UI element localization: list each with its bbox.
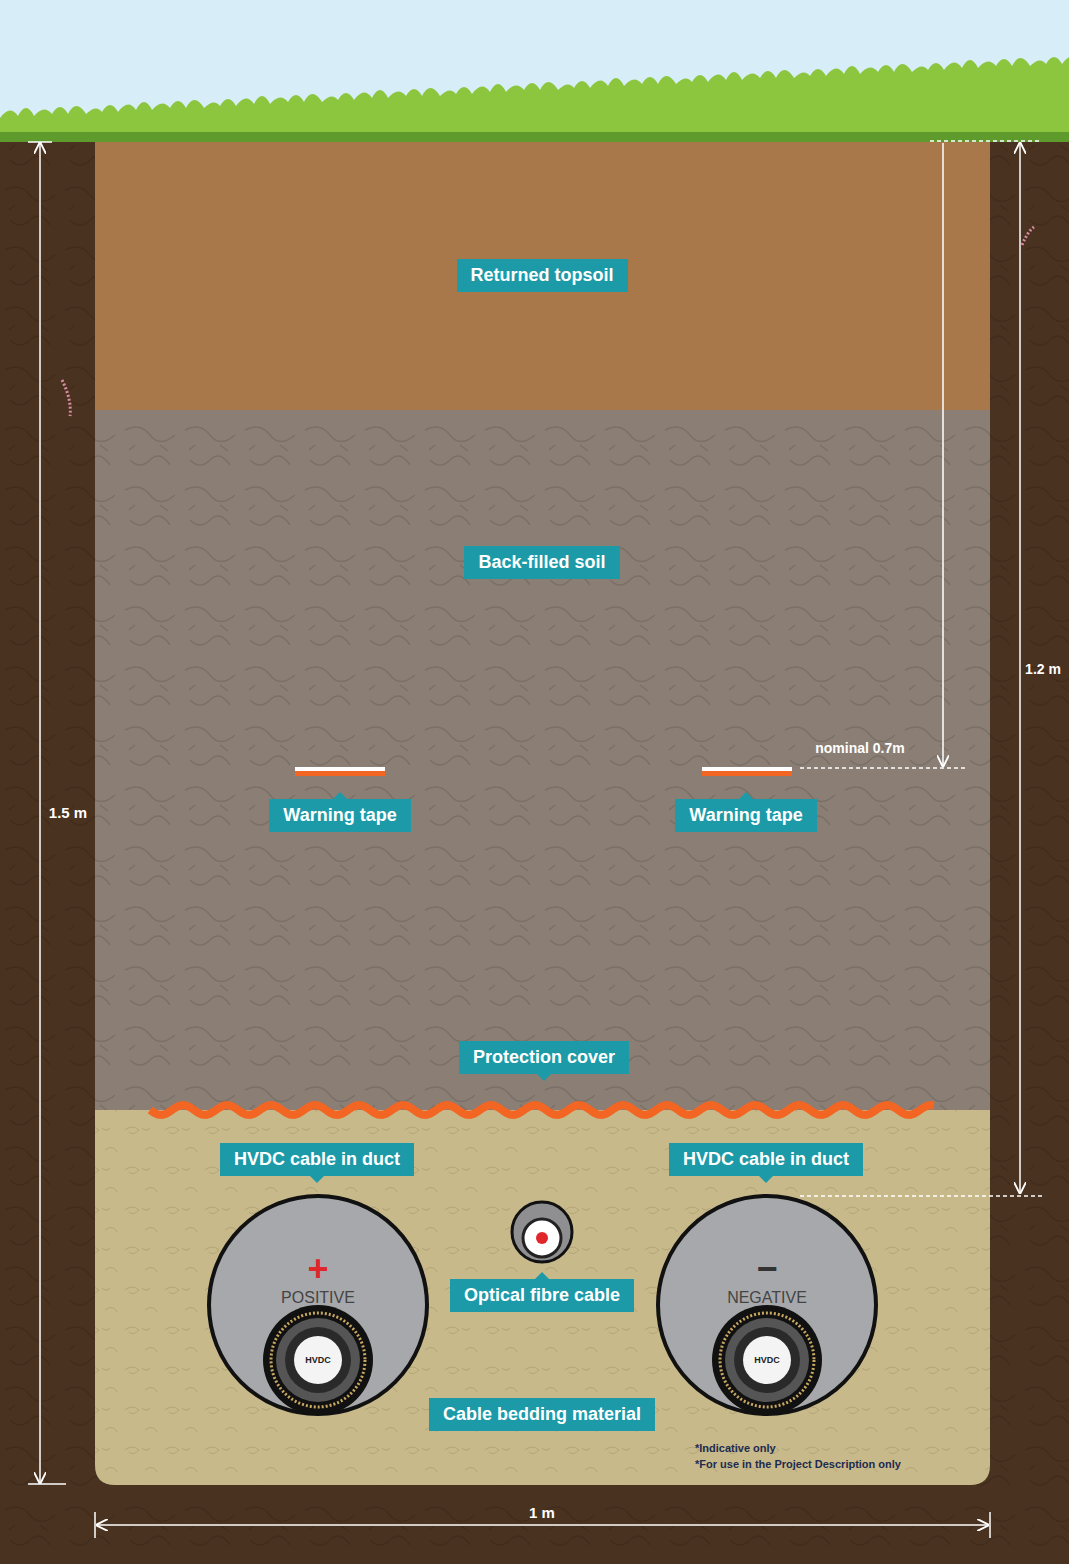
callout-box: Optical fibre cable: [450, 1279, 634, 1312]
warning-tape: [702, 767, 792, 771]
callout-box: HVDC cable in duct: [220, 1143, 414, 1176]
callout-text: HVDC cable in duct: [234, 1149, 400, 1170]
dimension-dash: [930, 140, 1042, 142]
dimension-line: [39, 143, 41, 1483]
bedding-layer: [95, 1110, 990, 1485]
cable-marking: HVDC: [754, 1355, 780, 1365]
cable-duct: + POSITIVE: [206, 1193, 430, 1417]
cable-duct: − NEGATIVE: [655, 1193, 879, 1417]
fibre-duct: [512, 1202, 572, 1262]
backfill-texture: [95, 410, 990, 1112]
polarity-sign: −: [655, 1251, 879, 1287]
grass: [0, 51, 1069, 140]
note: *Indicative only: [695, 1442, 776, 1454]
note: *For use in the Project Description only: [695, 1458, 901, 1470]
dimension-label: 1 m: [529, 1504, 555, 1521]
dimension-line: [97, 1524, 988, 1526]
dimension-tick: [989, 1512, 991, 1538]
callout-box: HVDC cable in duct: [669, 1143, 863, 1176]
dimension-dash: [800, 767, 968, 769]
callout-text: HVDC cable in duct: [683, 1149, 849, 1170]
cable-marking: HVDC: [305, 1355, 331, 1365]
callout-text: Warning tape: [283, 805, 396, 826]
callout-box: Warning tape: [269, 799, 410, 832]
callout-box: Warning tape: [675, 799, 816, 832]
dimension-tick: [94, 1512, 96, 1538]
dimension-tick: [28, 1483, 66, 1485]
warning-tape: [702, 771, 792, 776]
dimension-line: [942, 143, 944, 766]
callout-text: Protection cover: [473, 1047, 615, 1068]
callout-text: Returned topsoil: [471, 265, 614, 286]
callout-text: Cable bedding material: [443, 1404, 641, 1425]
callout-text: Optical fibre cable: [464, 1285, 620, 1306]
warning-tape: [295, 771, 385, 776]
callout-box: Cable bedding material: [429, 1398, 655, 1431]
callout-box: Protection cover: [459, 1041, 629, 1074]
dimension-dash: [800, 1195, 1045, 1197]
callout-box: Back-filled soil: [464, 546, 619, 579]
polarity-label: POSITIVE: [206, 1289, 430, 1307]
worm: [62, 227, 1034, 416]
dimension-line: [1019, 143, 1021, 1193]
fibre-core: [536, 1232, 548, 1244]
warning-tape: [295, 767, 385, 771]
polarity-label: NEGATIVE: [655, 1289, 879, 1307]
dimension-label: 1.5 m: [49, 804, 87, 821]
bedding-texture: [95, 1110, 990, 1485]
grass-base: [0, 132, 1069, 142]
protection-cover: [150, 1105, 934, 1115]
topsoil-layer: [95, 142, 990, 412]
callout-text: Back-filled soil: [478, 552, 605, 573]
fibre-cable: [523, 1219, 561, 1257]
dimension-label: nominal 0.7m: [815, 740, 904, 756]
callout-box: Returned topsoil: [457, 259, 628, 292]
polarity-sign: +: [206, 1251, 430, 1287]
dimension-label: 1.2 m: [1025, 661, 1061, 677]
callout-text: Warning tape: [689, 805, 802, 826]
backfill-layer: [95, 410, 990, 1112]
dimension-tick: [28, 141, 52, 143]
